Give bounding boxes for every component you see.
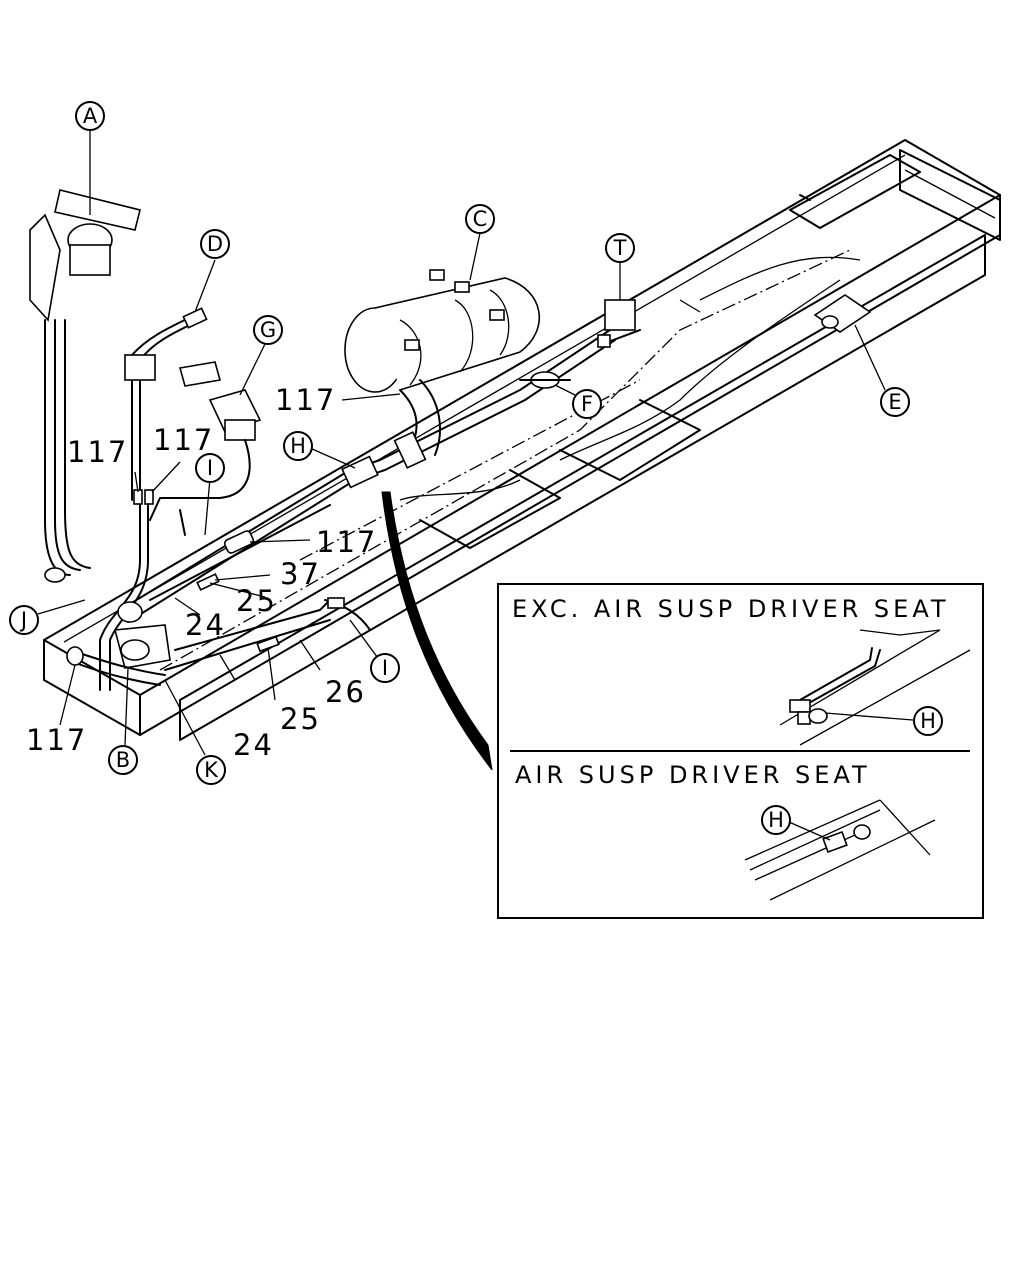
svg-text:G: G (260, 318, 276, 342)
svg-text:T: T (613, 236, 627, 260)
svg-text:F: F (581, 392, 593, 416)
inset-upper-drawing: H (779, 629, 971, 746)
svg-text:H: H (290, 434, 306, 458)
callout-i-upper: I (195, 453, 225, 483)
callout-a: A (75, 101, 105, 131)
part-117-left: 117 (67, 435, 128, 469)
inset-lower-title: AIR SUSP DRIVER SEAT (515, 761, 871, 789)
svg-text:I: I (382, 656, 388, 680)
part-117-mid: 117 (316, 525, 377, 559)
valve-assembly-a (29, 189, 141, 583)
fitting-e (813, 294, 872, 333)
part-117-right: 117 (153, 423, 214, 457)
valve-b (66, 624, 171, 686)
callout-k: K (196, 755, 226, 785)
part-24-upper: 24 (185, 608, 226, 642)
callout-g: G (253, 315, 283, 345)
part-117-bottom: 117 (26, 723, 87, 757)
part-26: 26 (325, 675, 366, 709)
part-25-upper: 25 (236, 584, 277, 618)
callout-d: D (200, 229, 230, 259)
callout-f: F (572, 389, 602, 419)
svg-text:K: K (204, 758, 219, 782)
callout-j: J (9, 605, 39, 635)
callout-t: T (605, 233, 635, 263)
pipe-runs (117, 329, 616, 671)
air-tank (344, 269, 541, 456)
callout-b: B (108, 745, 138, 775)
part-37: 37 (280, 557, 321, 591)
svg-text:C: C (473, 207, 488, 231)
part-117-tank: 117 (275, 383, 336, 417)
inset-upper-title: EXC. AIR SUSP DRIVER SEAT (512, 595, 950, 623)
part-25-lower: 25 (280, 702, 321, 736)
svg-text:H: H (768, 808, 784, 832)
valve-g (149, 361, 262, 521)
part-24-lower: 24 (233, 728, 274, 762)
svg-text:J: J (19, 608, 27, 632)
svg-text:A: A (83, 104, 98, 128)
callout-h: H (283, 431, 313, 461)
fitting-f (519, 371, 571, 389)
callout-c: C (465, 204, 495, 234)
detail-arrow (381, 491, 493, 771)
svg-text:I: I (207, 456, 213, 480)
callout-i-lower: I (370, 653, 400, 683)
chassis-frame (43, 139, 1001, 741)
svg-text:D: D (207, 232, 223, 256)
detail-inset: EXC. AIR SUSP DRIVER SEAT AIR SUSP DRIVE… (497, 583, 984, 919)
callout-e: E (880, 387, 910, 417)
svg-text:E: E (888, 390, 901, 414)
fitting-t (597, 299, 641, 348)
inset-lower-drawing: H (744, 799, 936, 901)
svg-text:B: B (116, 748, 130, 772)
svg-text:H: H (920, 709, 936, 733)
